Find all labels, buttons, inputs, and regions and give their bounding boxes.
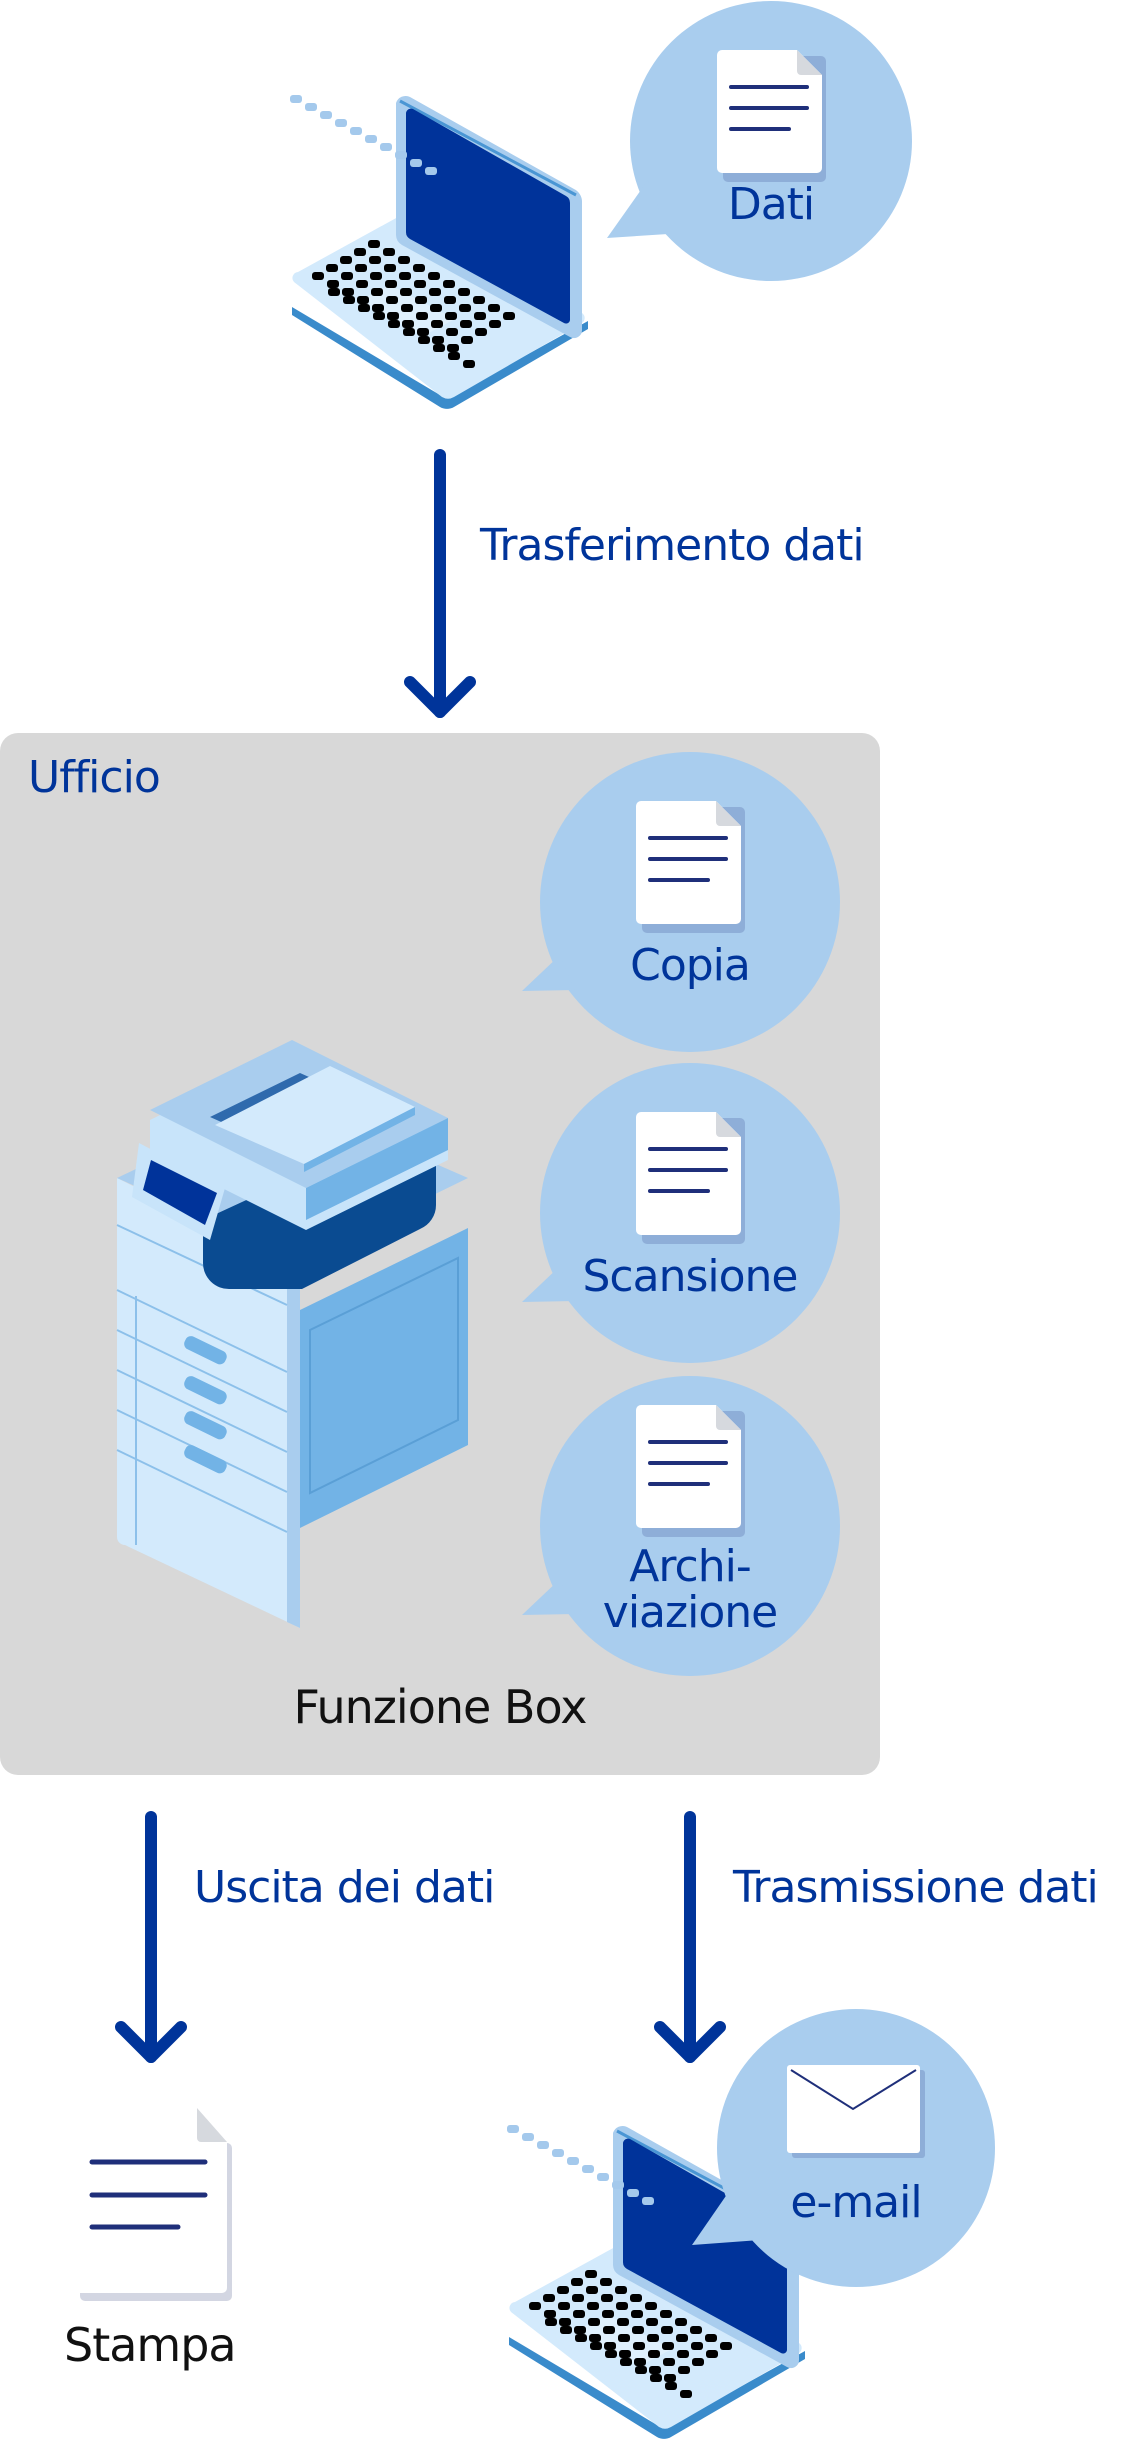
office-title: Ufficio <box>28 752 161 803</box>
multifunction-printer-icon <box>116 1040 468 1628</box>
function-bubble-copy <box>522 752 840 1052</box>
print-label: Stampa <box>64 2318 237 2372</box>
box-function-caption: Funzione Box <box>293 1680 588 1734</box>
document-icon <box>634 1403 747 1539</box>
document-icon <box>715 48 828 184</box>
output-arrow <box>115 1811 187 2063</box>
document-icon <box>634 1110 747 1246</box>
transfer-label: Trasferimento dati <box>480 520 865 571</box>
function-label-archive: Archi- viazione <box>560 1544 820 1636</box>
document-icon <box>634 799 747 935</box>
function-label-scan: Scansione <box>582 1251 799 1302</box>
source-data-label: Dati <box>727 179 815 230</box>
email-label: e-mail <box>790 2177 922 2228</box>
envelope-icon <box>787 2065 925 2158</box>
source-laptop <box>288 93 590 411</box>
transmission-label: Trasmissione dati <box>733 1862 1099 1913</box>
function-bubble-archive <box>522 1376 840 1676</box>
output-label: Uscita dei dati <box>194 1862 495 1913</box>
source-data-bubble <box>607 1 912 281</box>
transmission-arrow <box>654 1811 726 2063</box>
print-document-icon <box>75 2108 232 2301</box>
transfer-arrow <box>404 449 476 718</box>
function-label-archive-line2: viazione <box>602 1587 778 1638</box>
function-label-copy: Copia <box>630 940 751 991</box>
email-bubble <box>692 2009 995 2287</box>
function-label-archive-line1: Archi- <box>629 1541 751 1592</box>
function-bubble-scan <box>522 1063 840 1363</box>
